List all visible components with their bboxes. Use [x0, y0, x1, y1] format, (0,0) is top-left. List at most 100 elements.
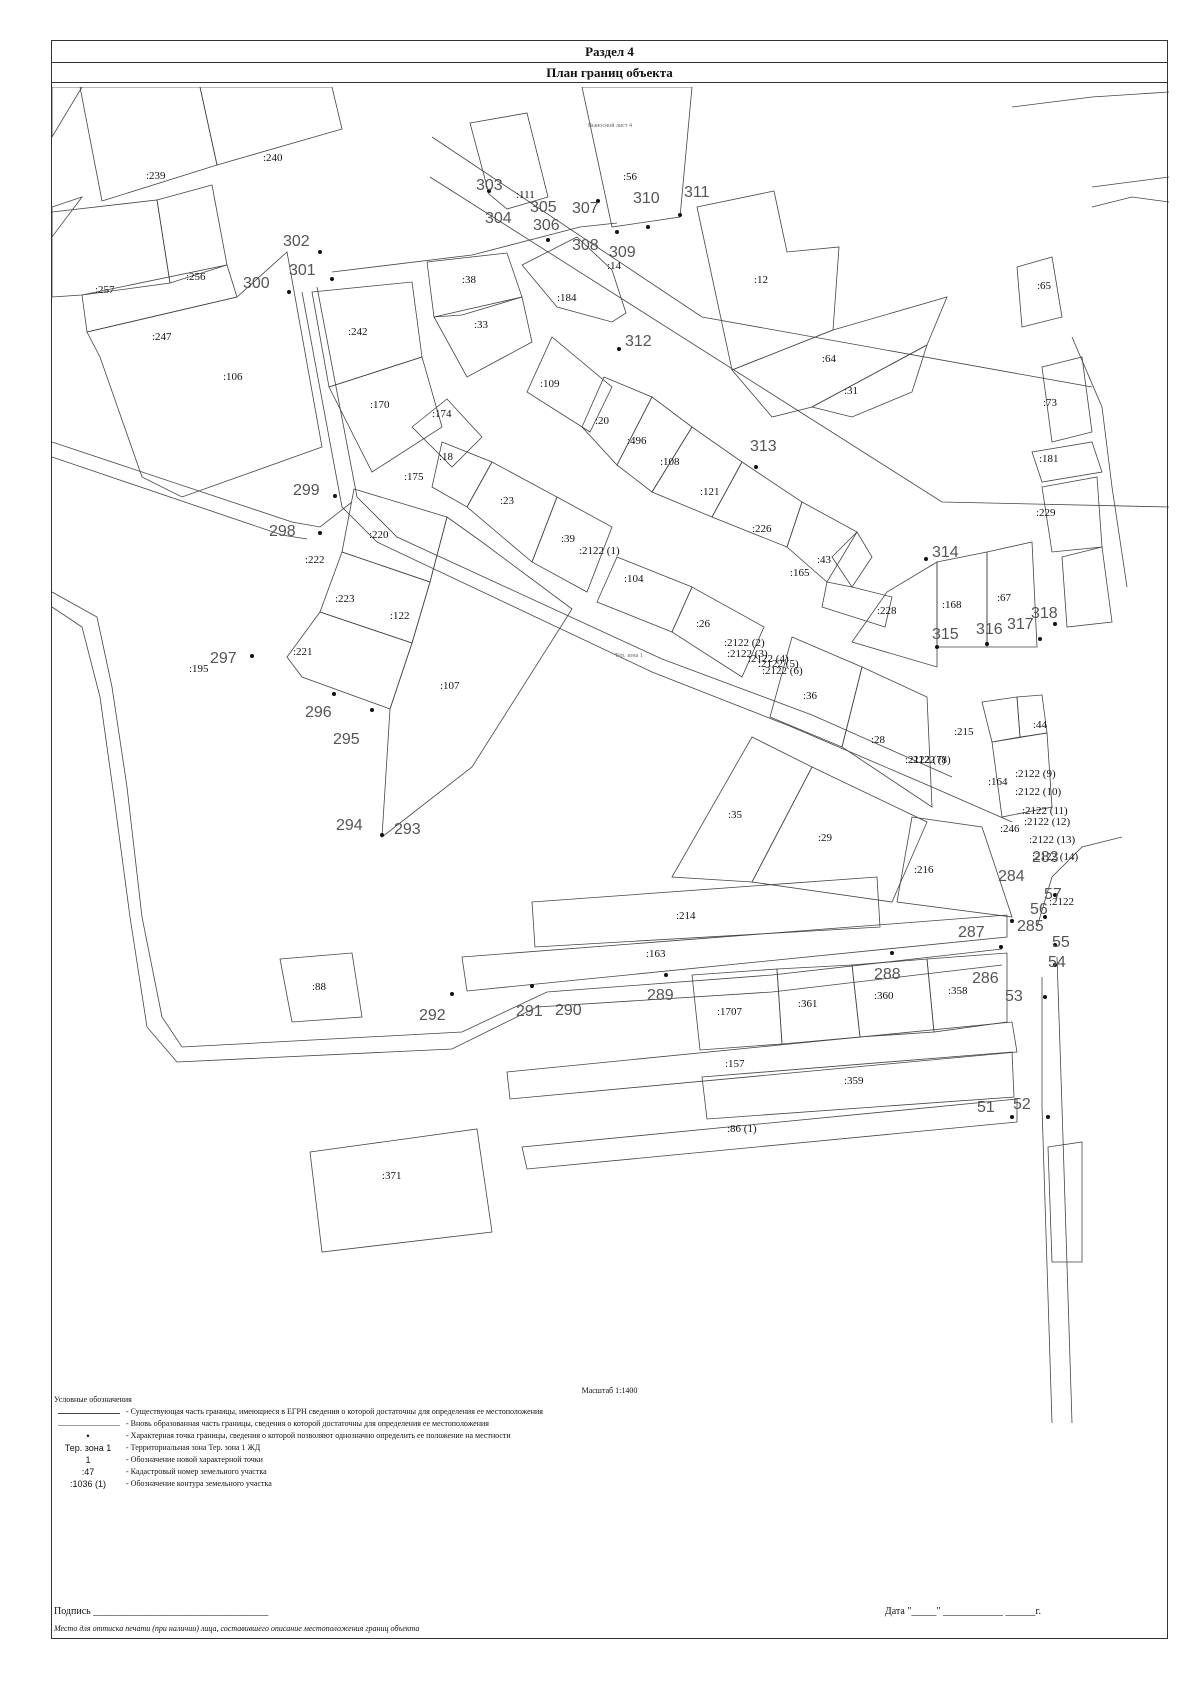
plot-label: :242: [348, 326, 368, 338]
plot-label: :2122 (8): [910, 754, 951, 766]
point-label: 313: [750, 438, 777, 455]
point-label: 315: [932, 626, 959, 643]
point-label: 309: [609, 244, 636, 261]
point-label: 286: [972, 970, 999, 987]
existing-boundary-line-icon: [58, 1413, 120, 1414]
plot-label: :2122 (5): [758, 658, 799, 670]
point-label: 296: [305, 704, 332, 721]
plot-label: :28: [871, 734, 886, 746]
point-label: 295: [333, 731, 360, 748]
document-sheet: Раздел 4 План границ объекта: [51, 40, 1169, 1639]
point-label: 51: [977, 1099, 995, 1116]
plot-label: :64: [822, 353, 837, 365]
plot-label: :216: [914, 864, 934, 876]
plot-label: :246: [1000, 823, 1020, 835]
point-label: 303: [476, 177, 503, 194]
point-label: 305: [530, 199, 557, 216]
plot-label: :88: [312, 981, 327, 993]
plot-label: :174: [432, 408, 452, 420]
plot-label: :33: [474, 319, 489, 331]
point-label: 310: [633, 190, 660, 207]
plot-label: :229: [1036, 507, 1056, 519]
plot-label: :359: [844, 1075, 864, 1087]
point-label: 302: [283, 233, 310, 250]
point-label: 308: [572, 237, 599, 254]
plot-label: :239: [146, 170, 166, 182]
point-label: 311: [684, 184, 710, 201]
point-label: 316: [976, 621, 1003, 638]
plot-label: :44: [1033, 719, 1048, 731]
boundary-points: [250, 189, 1057, 1119]
point-label: 53: [1005, 988, 1023, 1005]
legend-item: Тер. зона 1 - Территориальная зона Тер. …: [54, 1443, 754, 1455]
plot-label: :157: [725, 1058, 745, 1070]
legend: Условные обозначения - Существующая част…: [52, 1395, 1167, 1495]
legend-text: - Существующая часть границы, имеющиеся …: [126, 1407, 543, 1416]
plot-labels: :239 :240 :257 :256 :247 :106 :111 :56 :…: [95, 152, 1078, 1182]
plot-label: :23: [500, 495, 515, 507]
point-label: 52: [1013, 1096, 1031, 1113]
plot-label: :165: [790, 567, 810, 579]
point-label: 291: [516, 1003, 543, 1020]
plot-label: :195: [189, 663, 209, 675]
plot-label: :2122 (6): [762, 665, 803, 677]
plot-label: :223: [335, 593, 355, 605]
plot-label: :181: [1039, 453, 1059, 465]
plot-label: :2122 (4): [748, 653, 789, 665]
plot-label: :122: [390, 610, 410, 622]
plot-label: :247: [152, 331, 172, 343]
plot-label: :67: [997, 592, 1012, 604]
legend-item: 1 - Обозначение новой характерной точки: [54, 1455, 754, 1467]
plot-label: :14: [607, 260, 622, 272]
plot-label: :26: [696, 618, 711, 630]
plot-label: :36: [803, 690, 818, 702]
stamp-note: Место для оттиска печати (при наличии) л…: [54, 1624, 420, 1633]
plot-label: :168: [942, 599, 962, 611]
plot-label: :360: [874, 990, 894, 1002]
plot-label: :496: [627, 435, 647, 447]
point-label: 293: [394, 821, 421, 838]
zone-label: Тер. зона 1: [615, 653, 643, 659]
plot-label: :2122 (10): [1015, 786, 1061, 798]
plot-label: :228: [877, 605, 897, 617]
plot-label: :39: [561, 533, 576, 545]
scale-label: Масштаб 1:1400: [581, 1386, 638, 1395]
plot-label: :1707: [717, 1006, 743, 1018]
plot-label: :20: [595, 415, 610, 427]
point-label: 289: [647, 987, 674, 1004]
point-marker-icon: •: [86, 1431, 90, 1441]
legend-item: :47 - Кадастровый номер земельного участ…: [54, 1467, 754, 1479]
legend-symbol: Тер. зона 1: [64, 1443, 112, 1453]
point-label: 299: [293, 482, 320, 499]
point-label: 54: [1048, 954, 1066, 971]
plot-label: :73: [1043, 397, 1058, 409]
plot-label: :12: [754, 274, 768, 286]
plot-label: :2122 (14): [1032, 851, 1078, 863]
plot-label: :2122 (1): [579, 545, 620, 557]
legend-item: :1036 (1) - Обозначение контура земельно…: [54, 1479, 754, 1491]
plot-label: :65: [1037, 280, 1052, 292]
legend-item: - Вновь образованная часть границы, свед…: [54, 1419, 754, 1431]
plot-label: :108: [660, 456, 680, 468]
point-labels: 303 305 307 310 311 304 306 308 309 302 …: [210, 177, 1070, 1116]
point-label: 283: [1032, 849, 1059, 866]
plot-label: :226: [752, 523, 772, 535]
point-label: 55: [1052, 934, 1070, 951]
point-label: 284: [998, 868, 1025, 885]
plot-label: :215: [954, 726, 974, 738]
legend-text: - Вновь образованная часть границы, свед…: [126, 1419, 489, 1428]
point-label: 314: [932, 544, 959, 561]
plot-label: :358: [948, 985, 968, 997]
legend-symbol: :47: [81, 1467, 95, 1477]
plot-label: :121: [700, 486, 720, 498]
plot-label: :86 (1): [727, 1123, 757, 1135]
point-label: 57: [1044, 886, 1062, 903]
new-boundary-line-icon: [58, 1425, 120, 1426]
sheet-label: Выносной лист 4: [588, 122, 632, 129]
plot-label: :31: [844, 385, 858, 397]
point-label: 287: [958, 924, 985, 941]
parcel-outlines: [52, 87, 1169, 1423]
point-label: 306: [533, 217, 560, 234]
plot-label: :106: [223, 371, 243, 383]
point-label: 285: [1017, 918, 1044, 935]
